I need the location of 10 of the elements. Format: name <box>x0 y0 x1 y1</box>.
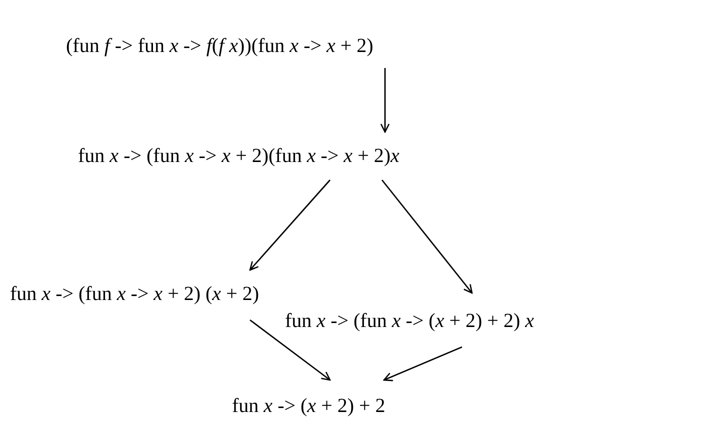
lambda-term: fun x -> (fun x -> (x + 2) + 2) x <box>285 309 534 333</box>
lambda-term: (fun f -> fun x -> f(f x))(fun x -> x + 2) <box>66 34 374 58</box>
lambda-term: fun x -> (x + 2) + 2 <box>232 394 386 418</box>
arrow <box>383 346 462 382</box>
lambda-term: fun x -> (fun x -> x + 2) (x + 2) <box>10 282 260 306</box>
arrow <box>250 319 331 381</box>
arrow <box>381 180 473 294</box>
lambda-term: fun x -> (fun x -> x + 2)(fun x -> x + 2)x <box>78 144 400 168</box>
arrow <box>249 180 331 271</box>
arrow <box>380 68 390 133</box>
